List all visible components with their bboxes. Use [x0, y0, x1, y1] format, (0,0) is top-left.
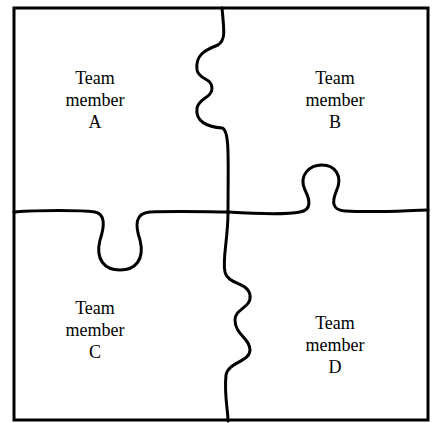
member-label: Team member D	[306, 312, 365, 378]
member-label: Team member C	[66, 297, 125, 363]
puzzle-piece: Team member C	[66, 297, 125, 363]
member-label: Team member B	[306, 67, 365, 133]
puzzle-frame	[14, 8, 428, 420]
member-label: Team member A	[66, 67, 125, 133]
puzzle-cut	[224, 212, 250, 421]
puzzle-cut	[228, 165, 428, 214]
puzzle-piece: Team member D	[306, 312, 365, 378]
puzzle-cut	[197, 8, 228, 212]
puzzle-cut	[14, 211, 228, 271]
puzzle-piece: Team member A	[66, 67, 125, 133]
puzzle-piece: Team member B	[306, 67, 365, 133]
